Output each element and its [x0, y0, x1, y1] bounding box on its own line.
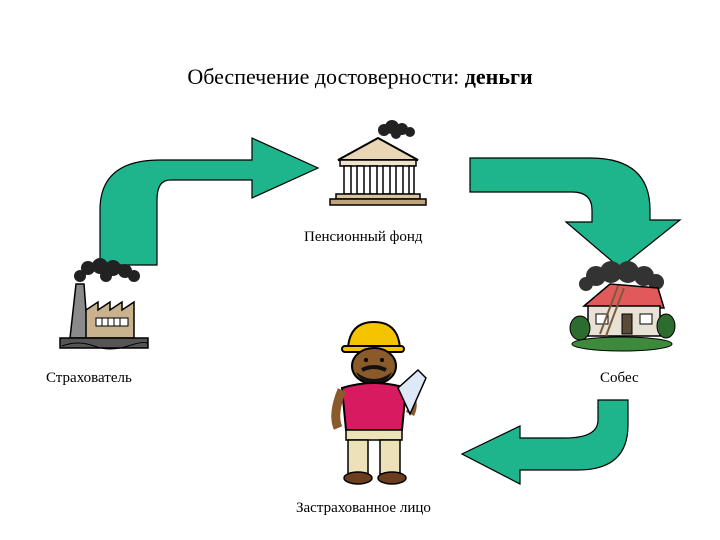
- worker-icon: [331, 320, 427, 485]
- title-main: Обеспечение достоверности:: [187, 64, 465, 89]
- factory-icon: [59, 258, 149, 350]
- employer-label: Страхователь: [46, 370, 132, 386]
- bank-building-icon: [329, 120, 427, 206]
- house-icon: [569, 261, 676, 352]
- page-title: Обеспечение достоверности: деньги: [0, 64, 720, 90]
- title-emphasis: деньги: [464, 64, 533, 89]
- pension-fund-label: Пенсионный фонд: [304, 229, 423, 245]
- insured-person-label: Застрахованное лицо: [296, 500, 431, 516]
- social-service-label: Собес: [600, 370, 639, 386]
